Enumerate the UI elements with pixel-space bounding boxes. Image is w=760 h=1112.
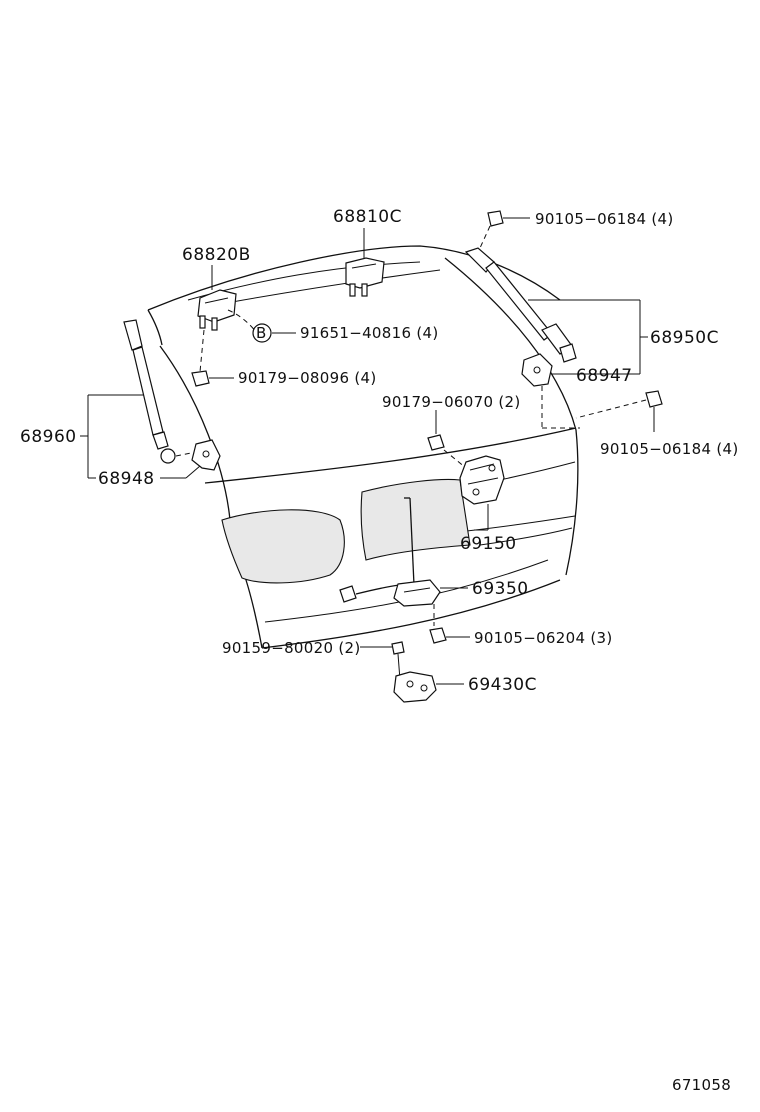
- label-68820B: 68820B: [182, 245, 251, 265]
- striker-69430C: [393, 671, 464, 703]
- label-68947: 68947: [576, 366, 633, 386]
- bolt-90105-06184-right: [575, 390, 663, 432]
- label-90159-80020: 90159−80020 (2): [222, 639, 361, 657]
- bolt-90105-06204: [429, 627, 470, 644]
- nut-90179-08096: [191, 370, 234, 387]
- label-69350: 69350: [472, 579, 529, 599]
- hinge-68810C: [345, 228, 385, 297]
- label-90179-06070: 90179−06070 (2): [382, 393, 521, 411]
- label-68960: 68960: [20, 427, 77, 447]
- bolt-90105-06184-top: [479, 210, 530, 249]
- circle-b-marker: B: [252, 323, 296, 343]
- rear-lamp-recess: [221, 461, 576, 584]
- label-90105-06184-top: 90105−06184 (4): [535, 210, 674, 228]
- label-90105-06204: 90105−06204 (3): [474, 629, 613, 647]
- damper-stay-right-68950C: [464, 247, 648, 429]
- circle-b-letter: B: [256, 324, 267, 342]
- label-68948: 68948: [98, 469, 155, 489]
- opener-69350: [339, 497, 468, 626]
- label-68950C: 68950C: [650, 328, 719, 348]
- nut-90179-06070: [427, 410, 467, 469]
- label-69430C: 69430C: [468, 675, 537, 695]
- figure-number: 671058: [672, 1076, 731, 1094]
- label-68810C: 68810C: [333, 207, 402, 227]
- label-69150: 69150: [460, 534, 517, 554]
- damper-stay-left-68960: [80, 319, 221, 479]
- label-90105-06184-right: 90105−06184 (4): [600, 440, 739, 458]
- label-90179-08096: 90179−08096 (4): [238, 369, 377, 387]
- lock-69150: [459, 455, 505, 531]
- hinge-68820B: [197, 265, 257, 373]
- screw-90159-80020: [360, 641, 405, 681]
- label-91651-40816: 91651−40816 (4): [300, 324, 439, 342]
